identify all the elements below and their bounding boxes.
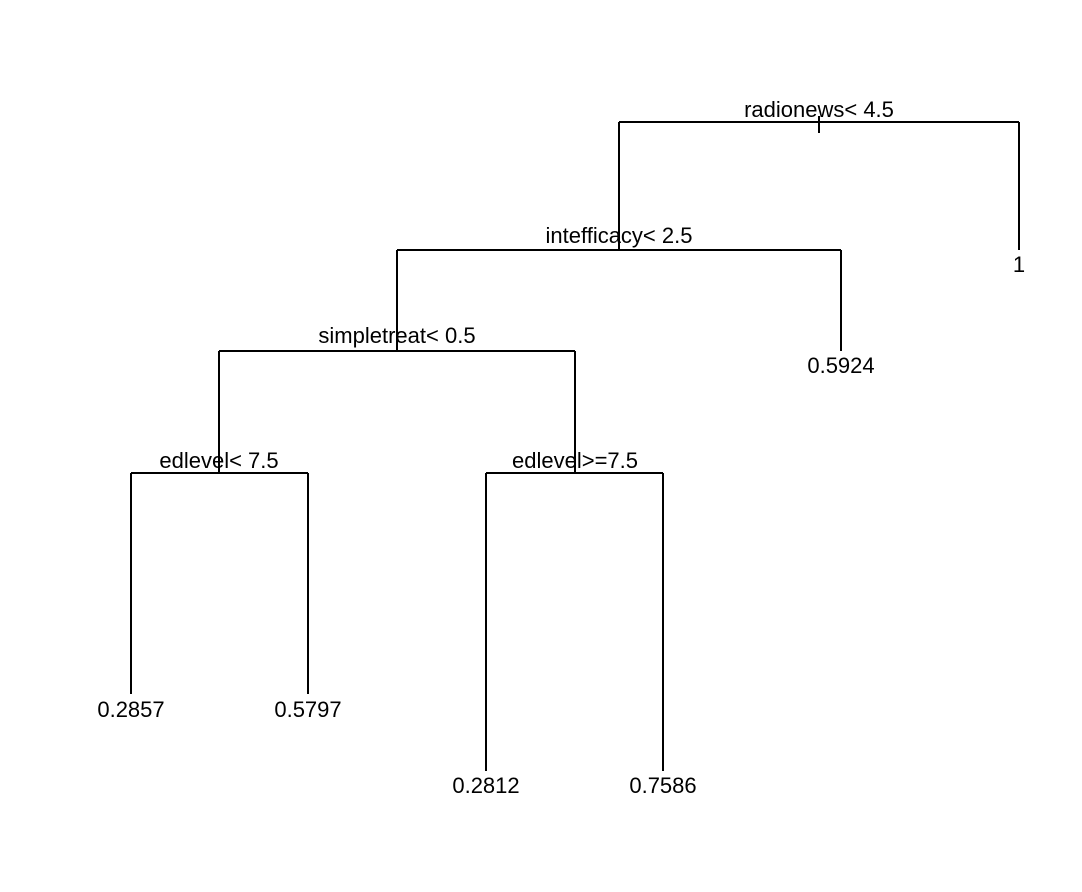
- leaf-value: 0.2812: [452, 773, 519, 798]
- leaf-value: 1: [1013, 252, 1025, 277]
- split-node-edlevel-right: edlevel>=7.5: [485, 448, 664, 771]
- split-node-edlevel-left: edlevel< 7.5: [130, 448, 309, 694]
- leaf-value: 0.5797: [274, 697, 341, 722]
- split-label: radionews< 4.5: [744, 97, 894, 122]
- split-node-intefficacy: intefficacy< 2.5: [396, 223, 842, 351]
- split-node-simpletreat: simpletreat< 0.5: [218, 323, 576, 473]
- split-label: edlevel< 7.5: [159, 448, 278, 473]
- split-node-root: radionews< 4.5: [618, 97, 1020, 250]
- split-label: simpletreat< 0.5: [318, 323, 475, 348]
- leaf-value: 0.7586: [629, 773, 696, 798]
- leaf-value: 0.5924: [807, 353, 874, 378]
- split-label: edlevel>=7.5: [512, 448, 638, 473]
- split-label: intefficacy< 2.5: [546, 223, 693, 248]
- leaf-value: 0.2857: [97, 697, 164, 722]
